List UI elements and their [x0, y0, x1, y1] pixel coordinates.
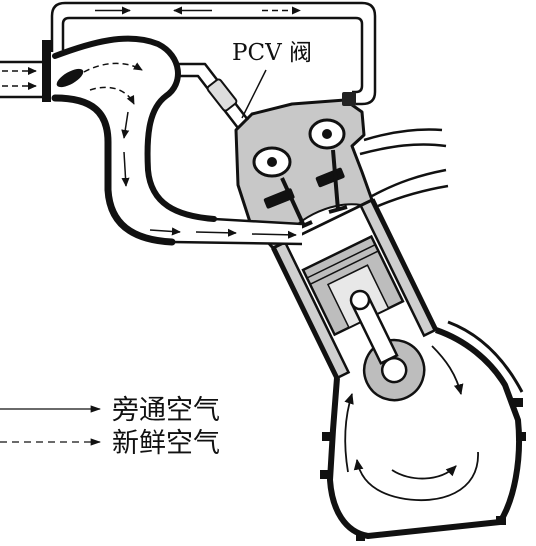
piston-ring [309, 250, 379, 285]
intake-valve-stem [280, 177, 306, 227]
intake-flow-arrow [149, 227, 181, 236]
air-inlet [0, 40, 51, 102]
bypass-air-pipe [50, 1, 377, 106]
crankcase-outer-rib [447, 320, 524, 393]
legend: 旁通空气 新鲜空气 [0, 395, 220, 459]
exhaust-valve-spring [315, 167, 345, 188]
legend-bypass-label: 旁通空气 [112, 395, 220, 426]
block-outer-edge-left [271, 246, 340, 380]
block-outer-edge-right [369, 198, 438, 331]
intake-fresh-air-arrow [89, 86, 135, 105]
crankcase [320, 320, 526, 541]
crankcase-bolt [496, 516, 506, 525]
exhaust-manifold-upper [359, 143, 447, 156]
crankcase-swirl-arrow-inner [391, 465, 457, 480]
crankcase-swirl-arrow [353, 451, 479, 502]
intake-camshaft-hub [267, 157, 277, 167]
crankcase-bolt [356, 533, 365, 541]
intake-fresh-air-arrow [83, 62, 143, 73]
intake-flow-arrow [195, 228, 237, 237]
blowby-flow-arrow-right [431, 345, 464, 396]
head-cover-fitting [342, 92, 356, 106]
intake-tube [51, 35, 303, 246]
exhaust-valve-head [328, 205, 348, 214]
intake-tube-outer-wall [51, 94, 176, 246]
intake-tube-body [55, 38, 302, 244]
pcv-valve-label: PCV 阀 [232, 40, 312, 66]
exhaust-manifold-lower [371, 168, 447, 198]
piston-ring [306, 244, 376, 279]
exhaust-valve-stem [331, 149, 340, 211]
inlet-flange [42, 40, 51, 102]
crankcase-bolt [512, 398, 523, 407]
intake-tube-outer-wall-port [171, 240, 303, 246]
crankcase-bolt [320, 470, 330, 479]
exhaust-manifold-lower [377, 184, 449, 208]
piston-pin [349, 289, 371, 311]
pcv-valve-body [206, 78, 238, 112]
intake-flow-arrow [121, 151, 130, 187]
throttle-valve [56, 68, 84, 88]
legend-fresh-label: 新鲜空气 [112, 428, 220, 459]
bypass-pipe-inner-wall [61, 16, 364, 94]
pcv-line [176, 62, 249, 129]
crank-big-end [380, 356, 408, 384]
intake-flow-arrow [251, 230, 297, 239]
crankcase-housing [327, 327, 523, 539]
crankcase-bolt [516, 432, 526, 441]
crankcase-bolt [322, 432, 332, 441]
cylinder-block [271, 197, 438, 402]
blowby-flow-arrow-left [344, 392, 354, 473]
intake-tube-inner-wall-port [213, 217, 303, 226]
intake-flow-arrow [121, 111, 130, 139]
exhaust-camshaft-hub [322, 129, 332, 139]
intake-tube-inner-wall [52, 35, 217, 222]
pcv-label-leader [241, 69, 267, 119]
bypass-pipe-outer-wall [50, 1, 377, 106]
exhaust-manifold-upper [363, 128, 443, 142]
